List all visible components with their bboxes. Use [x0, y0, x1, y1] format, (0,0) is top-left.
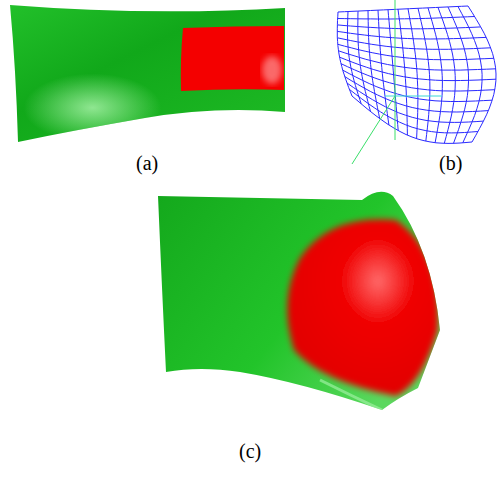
grid-line — [345, 77, 489, 112]
panel-label: (a) — [136, 153, 158, 173]
grid-line — [339, 51, 496, 70]
grid-line — [337, 25, 480, 29]
grid-line — [343, 70, 492, 101]
grid-line — [338, 17, 475, 20]
panel-label: (c) — [239, 441, 261, 461]
grid-line — [338, 44, 494, 59]
grid-line — [350, 90, 478, 133]
grid-line — [398, 9, 407, 135]
grid-line — [340, 57, 496, 80]
grid-line — [341, 64, 495, 91]
grid-line — [337, 38, 490, 50]
panel-label: (b) — [439, 153, 462, 173]
grid-line — [337, 31, 486, 39]
grid-line — [338, 6, 468, 12]
